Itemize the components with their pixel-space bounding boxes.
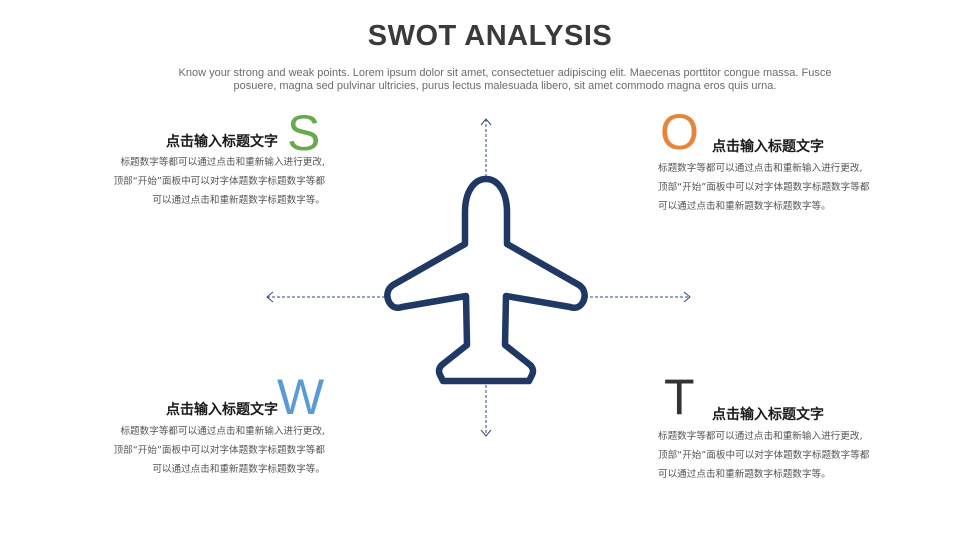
body-t-line-3: 可以通过点击和重新题数字标题数字等。 — [658, 469, 831, 480]
heading-t: 点击输入标题文字 — [712, 407, 824, 423]
page-subtitle: Know your strong and weak points. Lorem … — [140, 67, 870, 93]
page-title: SWOT ANALYSIS — [367, 20, 613, 52]
body-w-line-2: 顶部“开始”面板中可以对字体题数字标题数字等都 — [113, 445, 325, 456]
body-w: 标题数字等都可以通过点击和重新输入进行更改, 顶部“开始”面板中可以对字体题数字… — [114, 422, 325, 479]
body-o: 标题数字等都可以通过点击和重新输入进行更改, 顶部“开始”面板中可以对字体题数字… — [658, 159, 869, 216]
body-o-line-1: 标题数字等都可以通过点击和重新输入进行更改, — [658, 163, 863, 174]
heading-w: 点击输入标题文字 — [166, 402, 278, 418]
letter-w: W — [277, 369, 325, 425]
body-s: 标题数字等都可以通过点击和重新输入进行更改, 顶部“开始”面板中可以对字体题数字… — [114, 153, 325, 210]
heading-o: 点击输入标题文字 — [712, 139, 824, 155]
body-o-line-2: 顶部“开始”面板中可以对字体题数字标题数字等都 — [658, 182, 870, 193]
body-t-line-1: 标题数字等都可以通过点击和重新输入进行更改, — [658, 431, 863, 442]
letter-t: T — [664, 369, 695, 425]
body-t: 标题数字等都可以通过点击和重新输入进行更改, 顶部“开始”面板中可以对字体题数字… — [658, 427, 869, 484]
heading-s: 点击输入标题文字 — [166, 134, 278, 150]
body-s-line-2: 顶部“开始”面板中可以对字体题数字标题数字等都 — [113, 176, 325, 187]
airplane-icon — [384, 175, 588, 385]
letter-o: O — [660, 104, 699, 160]
subtitle-line-1: Know your strong and weak points. Lorem … — [178, 67, 832, 79]
arrow-up-head — [480, 118, 492, 126]
body-t-line-2: 顶部“开始”面板中可以对字体题数字标题数字等都 — [658, 450, 870, 461]
subtitle-line-2: posuere, magna sed pulvinar ultricies, p… — [233, 80, 777, 92]
body-w-line-1: 标题数字等都可以通过点击和重新输入进行更改, — [120, 426, 325, 437]
body-s-line-3: 可以通过点击和重新题数字标题数字等。 — [152, 195, 325, 206]
arrow-down-head — [480, 429, 492, 437]
arrow-right-head — [683, 291, 691, 303]
arrow-left-head — [266, 291, 274, 303]
body-w-line-3: 可以通过点击和重新题数字标题数字等。 — [152, 464, 325, 475]
body-o-line-3: 可以通过点击和重新题数字标题数字等。 — [658, 201, 831, 212]
body-s-line-1: 标题数字等都可以通过点击和重新输入进行更改, — [120, 157, 325, 168]
letter-s: S — [287, 105, 321, 161]
